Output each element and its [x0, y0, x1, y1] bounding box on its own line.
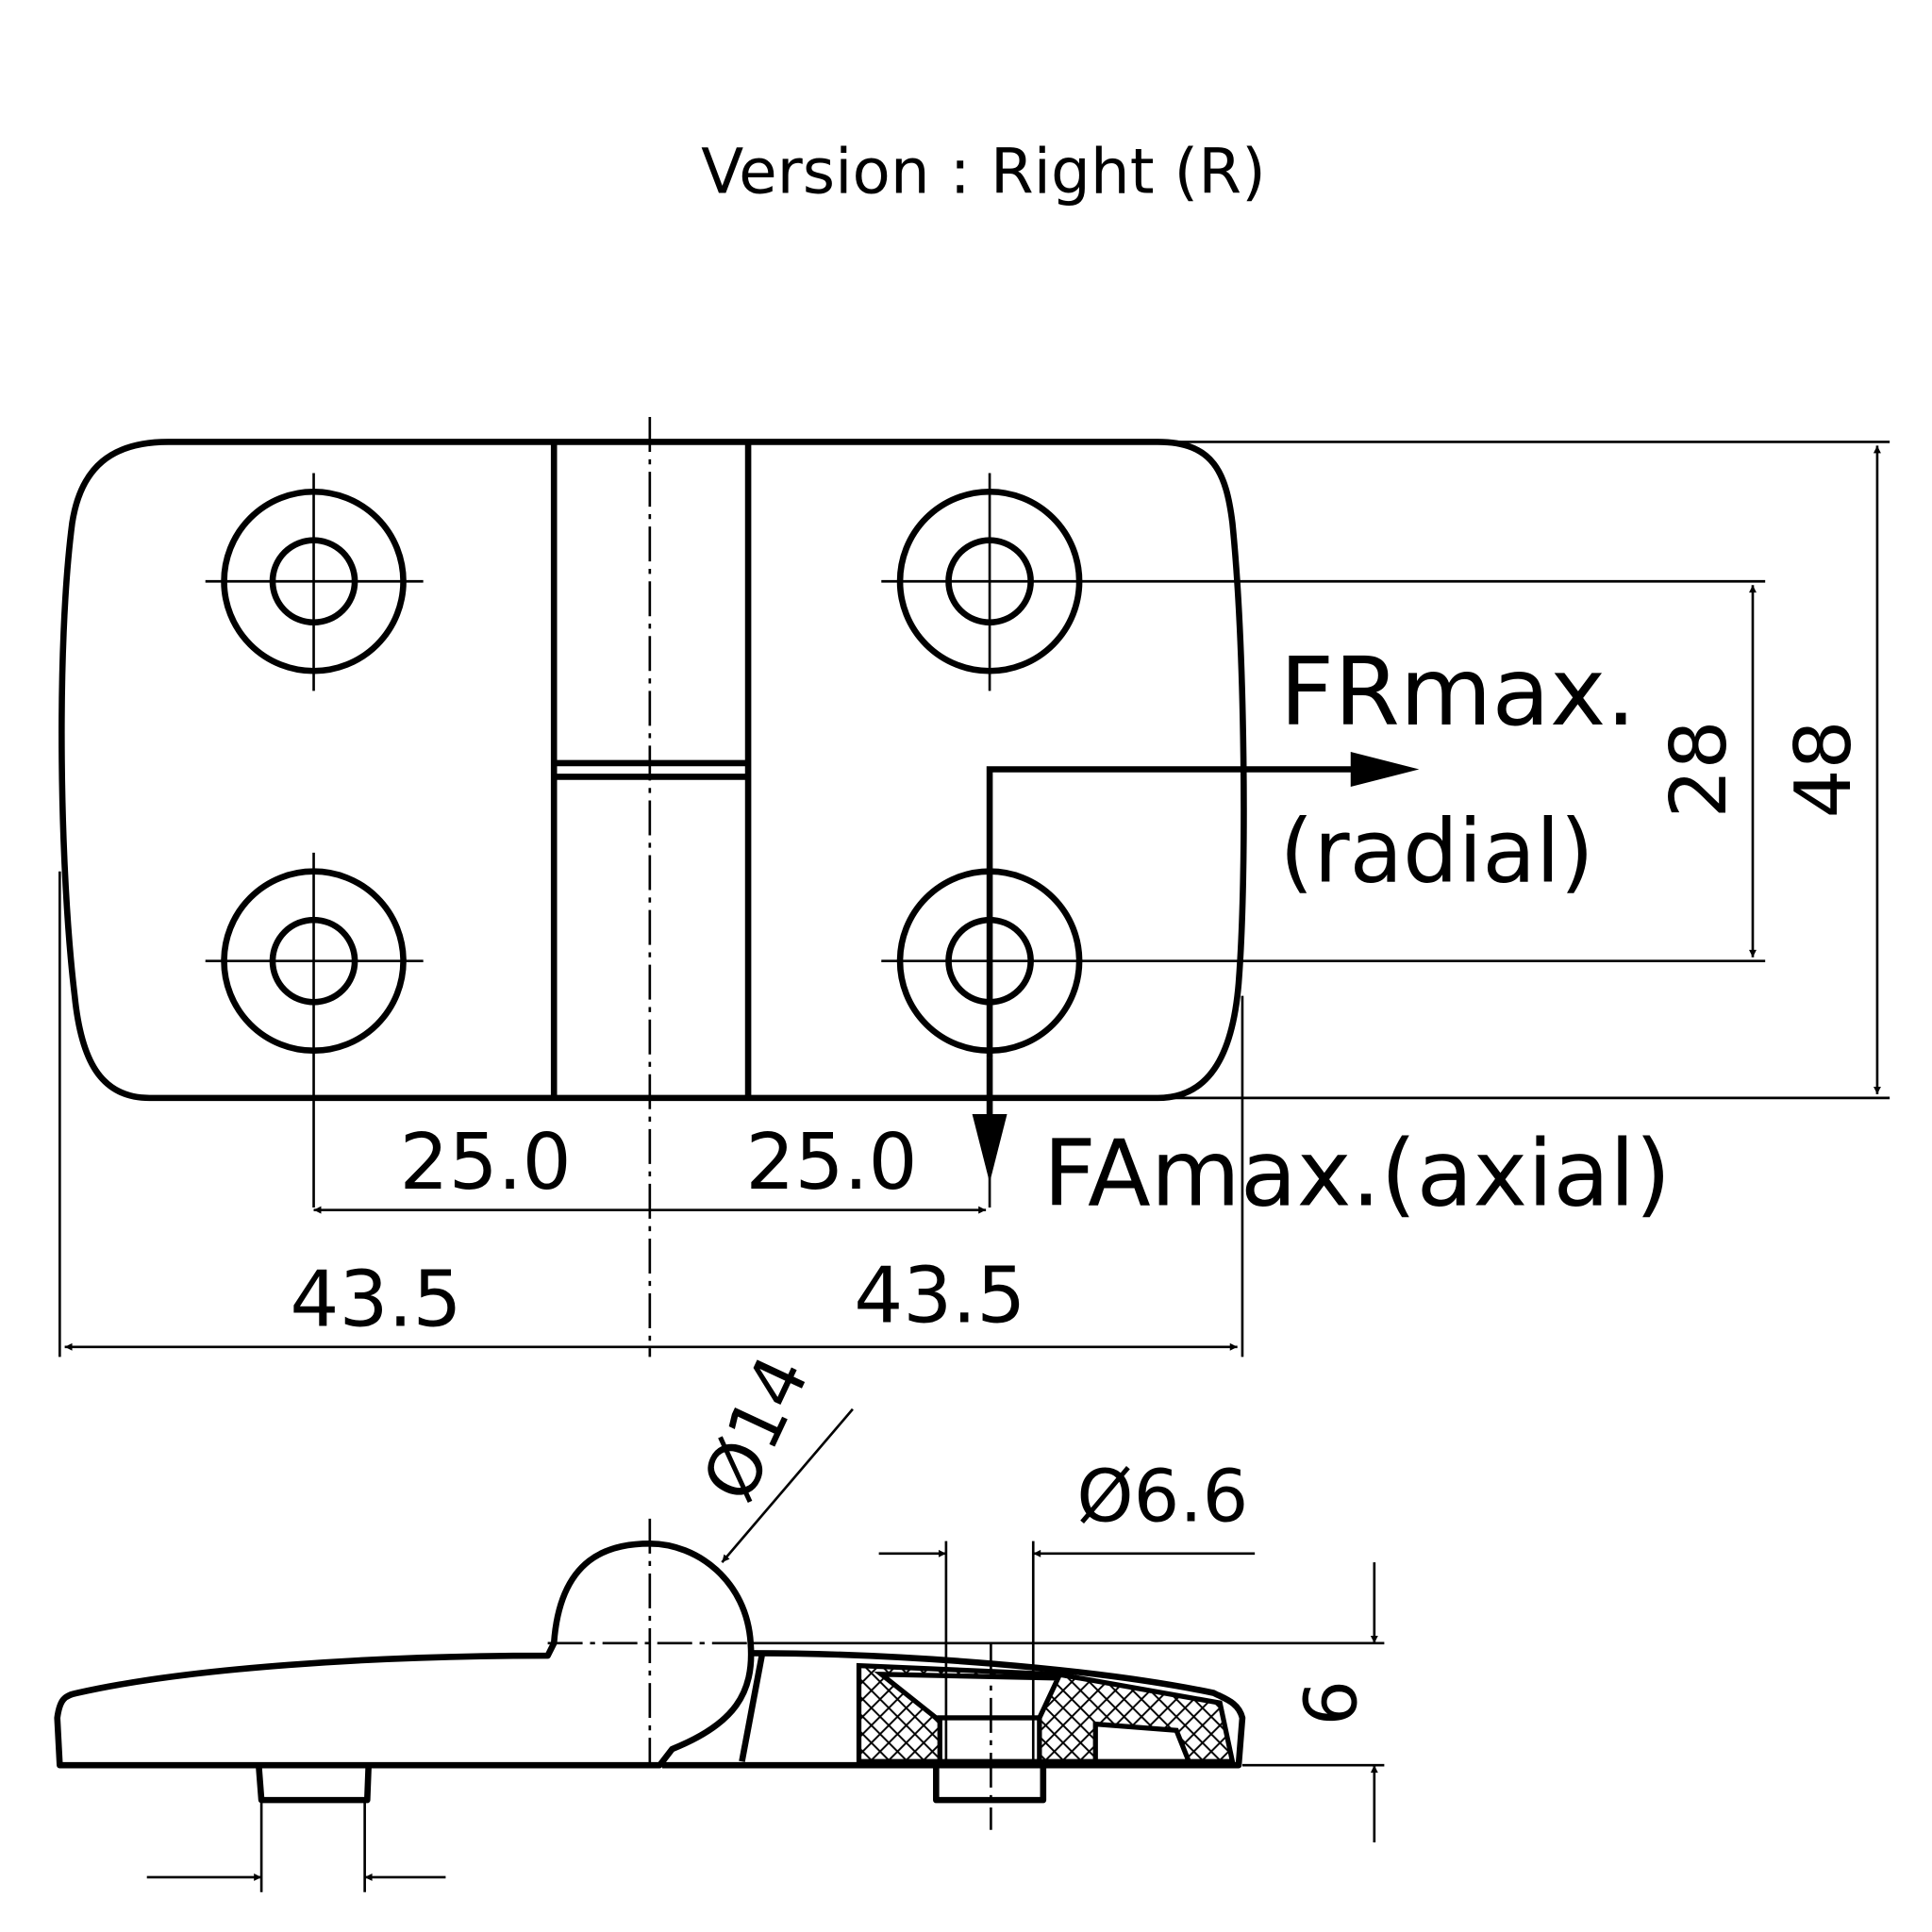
- dim-hole-diameter: Ø6.6: [1076, 1456, 1248, 1540]
- screw-hole-top-right: [881, 473, 1766, 691]
- left-leaf-profile: [54, 1540, 755, 1769]
- radial-force-arrow: [986, 766, 1357, 1058]
- dim-half-width-left: 43.5: [290, 1255, 461, 1344]
- dim-knuckle-diameter: Ø14: [687, 1343, 825, 1513]
- drawing-title: Version : Right (R): [701, 136, 1266, 208]
- dim-hole-pitch-right: 25.0: [745, 1118, 917, 1208]
- screw-hole-top-left: [205, 473, 424, 691]
- dim-hole-spacing-vertical: 28: [1655, 720, 1744, 818]
- side-view: Ø14 Ø6.6 9: [54, 1343, 1385, 1892]
- dim-thickness: 9: [1286, 1680, 1370, 1726]
- dim-hole-pitch-left: 25.0: [400, 1118, 572, 1208]
- dim-half-width-right: 43.5: [854, 1251, 1025, 1341]
- force-axial-label: FAmax.(axial): [1043, 1120, 1672, 1227]
- force-radial-label: FRmax.: [1280, 637, 1637, 747]
- dim-height: 48: [1779, 720, 1869, 818]
- force-radial-sub: (radial): [1280, 800, 1594, 902]
- screw-stud-left: [256, 1767, 372, 1804]
- screw-hole-bottom-left: [205, 852, 424, 1208]
- top-view: FRmax. (radial) FAmax.(axial) 25.0 25.0 …: [58, 417, 1890, 1357]
